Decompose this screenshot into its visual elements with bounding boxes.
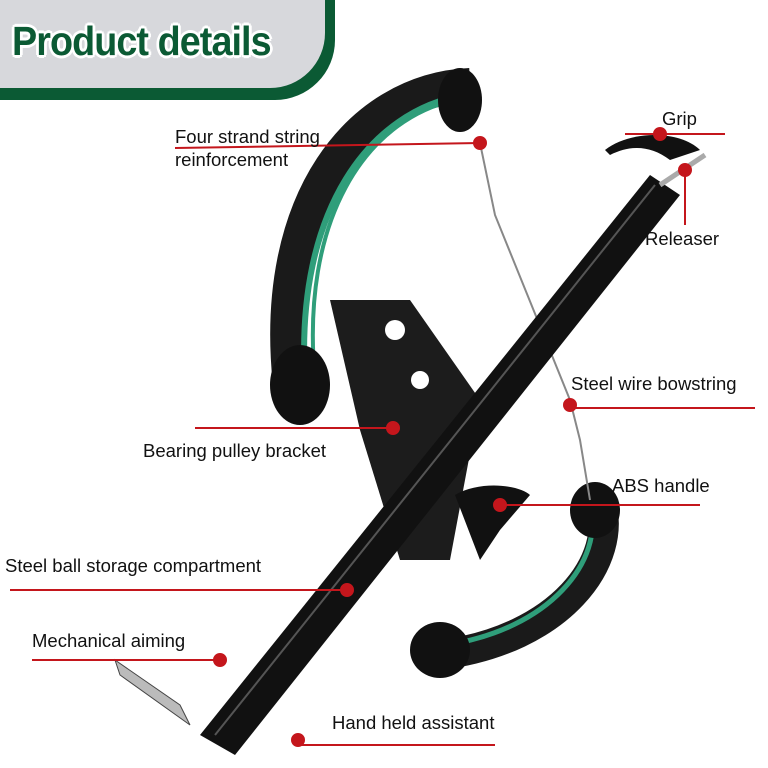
sight-plate	[114, 658, 191, 726]
lower-limb	[410, 482, 620, 678]
label-four-strand: Four strand string reinforcement	[175, 125, 320, 171]
label-steel-ball: Steel ball storage compartment	[5, 555, 262, 576]
label-grip: Grip	[662, 108, 697, 129]
riser	[330, 300, 480, 560]
callout-dot	[493, 498, 507, 512]
label-steel-wire: Steel wire bowstring	[571, 373, 737, 394]
callout-dot	[563, 398, 577, 412]
page-title: Product details	[12, 18, 272, 64]
callout-dot	[653, 127, 667, 141]
callout-dot	[386, 421, 400, 435]
upper-limb	[270, 68, 482, 425]
callout-dot	[340, 583, 354, 597]
callout-lines	[10, 127, 755, 747]
abs-handle-shape	[455, 485, 530, 560]
label-abs-handle: ABS handle	[612, 475, 710, 496]
label-bearing: Bearing pulley bracket	[143, 440, 327, 461]
label-mech-aiming: Mechanical aiming	[32, 630, 186, 651]
label-releaser: Releaser	[645, 228, 720, 249]
label-line: Four strand string	[175, 126, 320, 147]
callout-dot	[473, 136, 487, 150]
callout-dot	[678, 163, 692, 177]
title-banner	[0, 0, 325, 88]
label-line: reinforcement	[175, 149, 289, 170]
label-hand-held: Hand held assistant	[332, 712, 495, 733]
grip-releaser	[605, 135, 707, 188]
callout-dot	[291, 733, 305, 747]
rail	[200, 175, 680, 755]
callout-dot	[213, 653, 227, 667]
